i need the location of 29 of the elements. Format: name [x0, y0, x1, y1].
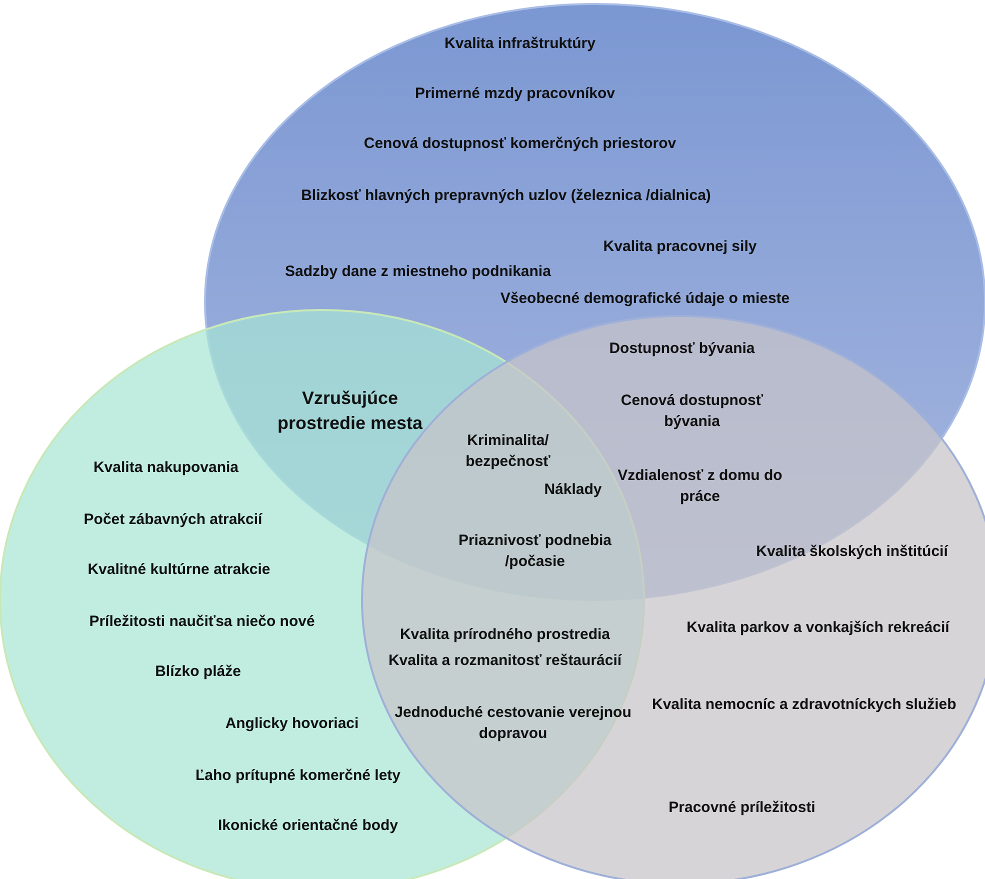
region-label: Kvalita nakupovania	[92, 458, 240, 478]
region-label: Anglicky hovoriaci	[224, 714, 360, 734]
region-label: Kvalita a rozmanitosť reštaurácií	[387, 651, 623, 671]
region-label: Sadzby dane z miestneho podnikania	[284, 262, 552, 282]
region-label: Blizkosť hlavných prepravných uzlov (železnica /dialnica)	[300, 186, 712, 206]
region-label: Kriminalita/ bezpečnosť	[464, 431, 552, 472]
region-label: Počet zábavných atrakcií	[82, 510, 264, 530]
region-label: Cenová dostupnosť komerčných priestorov	[362, 134, 678, 154]
region-label: Priaznivosť podnebia /počasie	[457, 531, 613, 572]
region-label: Vzdialenosť z domu do práce	[616, 466, 784, 507]
region-label: Príležitosti naučiťsa niečo nové	[88, 612, 316, 632]
region-label: Ľaho prítupné komerčné lety	[194, 766, 402, 786]
region-label: Jednoduché cestovanie verejnou dopravou	[394, 703, 632, 744]
region-label: Ikonické orientačné body	[216, 816, 400, 836]
region-label: Kvalitné kultúrne atrakcie	[86, 560, 272, 580]
region-label: Primerné mzdy pracovníkov	[414, 84, 616, 104]
region-label: Náklady	[543, 480, 603, 500]
region-label: Kvalita prírodného prostredia	[398, 625, 612, 645]
region-label: Kvalita pracovnej sily	[602, 237, 758, 257]
region-label: Všeobecné demografické údaje o mieste	[499, 289, 791, 309]
region-label: Blízko pláže	[154, 662, 242, 682]
region-label: Dostupnosť bývania	[608, 339, 756, 359]
region-label: Kvalita nemocníc a zdravotníckych služieb	[652, 695, 958, 715]
region-label: Pracovné príležitosti	[668, 798, 816, 818]
region-label: Kvalita infraštruktúry	[444, 34, 596, 54]
region-label: Kvalita parkov a vonkajších rekreácií	[686, 618, 951, 638]
region-label: Kvalita školských inštitúcií	[755, 542, 950, 562]
region-label: Vzrušujúce prostredie mesta	[276, 387, 424, 435]
region-label: Cenová dostupnosť bývania	[620, 391, 764, 432]
